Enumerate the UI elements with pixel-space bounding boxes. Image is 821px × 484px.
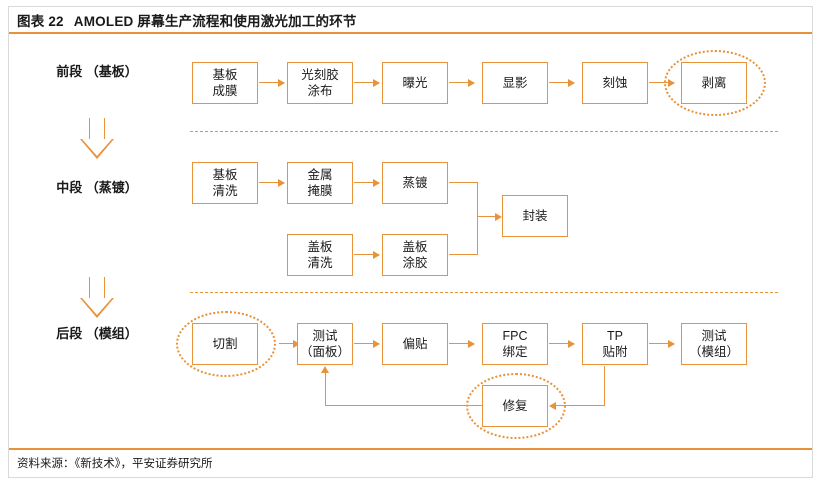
connector-repair-in-h — [556, 405, 605, 407]
exhibit-title-bar: 图表 22 AMOLED 屏幕生产流程和使用激光加工的环节 — [9, 7, 812, 34]
process-box-substrate-clean[interactable]: 基板 清洗 — [192, 162, 258, 204]
arrow-middle-2 — [354, 177, 380, 189]
arrow-front-5 — [649, 77, 675, 89]
process-box-encapsulation[interactable]: 封装 — [502, 195, 568, 237]
connector-evaporation-v — [477, 182, 479, 216]
arrow-head-encapsulation — [495, 212, 502, 221]
exhibit-number: 图表 22 — [17, 13, 64, 29]
arrow-head-repair-in — [549, 401, 556, 410]
connector-merge-h — [477, 216, 497, 218]
arrow-front-1 — [259, 77, 285, 89]
arrow-front-2 — [354, 77, 380, 89]
process-box-cover-glue[interactable]: 盖板 涂胶 — [382, 234, 448, 276]
stage-transition-arrow-2 — [80, 277, 114, 319]
connector-repair-out-v — [325, 373, 327, 406]
connector-coverglue-v — [477, 216, 479, 255]
process-box-cover-clean[interactable]: 盖板 清洗 — [287, 234, 353, 276]
exhibit-title: AMOLED 屏幕生产流程和使用激光加工的环节 — [73, 13, 357, 29]
connector-evaporation-h — [449, 182, 478, 184]
stage-transition-arrow-1 — [80, 118, 114, 160]
process-box-exposure[interactable]: 曝光 — [382, 62, 448, 104]
arrow-back-2 — [354, 338, 380, 350]
footer-divider — [9, 448, 812, 450]
stage-label-front: 前段 （基板） — [56, 64, 138, 79]
process-box-fpc-bonding[interactable]: FPC 绑定 — [482, 323, 548, 365]
process-box-tp-attach[interactable]: TP 贴附 — [582, 323, 648, 365]
arrow-middle-1 — [259, 177, 285, 189]
process-box-substrate-film[interactable]: 基板 成膜 — [192, 62, 258, 104]
arrow-middle-3 — [354, 249, 380, 261]
arrow-front-3 — [449, 77, 475, 89]
arrow-front-4 — [549, 77, 575, 89]
arrow-back-4 — [549, 338, 575, 350]
process-box-metal-mask[interactable]: 金属 掩膜 — [287, 162, 353, 204]
process-box-cutting[interactable]: 切割 — [192, 323, 258, 365]
arrow-back-5 — [649, 338, 675, 350]
stage-label-back: 后段 （模组） — [56, 326, 138, 341]
process-box-etch[interactable]: 刻蚀 — [582, 62, 648, 104]
process-box-photoresist-coating[interactable]: 光刻胶 涂布 — [287, 62, 353, 104]
connector-repair-out-h — [325, 405, 482, 407]
process-box-test-panel[interactable]: 测试 （面板） — [297, 323, 353, 365]
process-box-strip[interactable]: 剥离 — [681, 62, 747, 104]
arrow-back-1 — [279, 338, 300, 350]
stage-label-middle: 中段 （蒸镀） — [56, 180, 138, 195]
arrow-head-repair-out — [321, 366, 329, 373]
source-note: 资料来源：《新技术》，平安证券研究所 — [17, 458, 213, 470]
process-box-repair[interactable]: 修复 — [482, 385, 548, 427]
section-divider-2 — [190, 292, 778, 293]
connector-coverglue-h — [449, 254, 478, 256]
process-box-test-module[interactable]: 测试 （模组） — [681, 323, 747, 365]
arrow-back-3 — [449, 338, 475, 350]
process-box-develop[interactable]: 显影 — [482, 62, 548, 104]
connector-repair-in-v — [604, 366, 606, 406]
section-divider-1 — [190, 131, 778, 132]
page-title: 图表 22 AMOLED 屏幕生产流程和使用激光加工的环节 — [9, 10, 357, 30]
process-box-evaporation[interactable]: 蒸镀 — [382, 162, 448, 204]
process-box-polarizer[interactable]: 偏贴 — [382, 323, 448, 365]
